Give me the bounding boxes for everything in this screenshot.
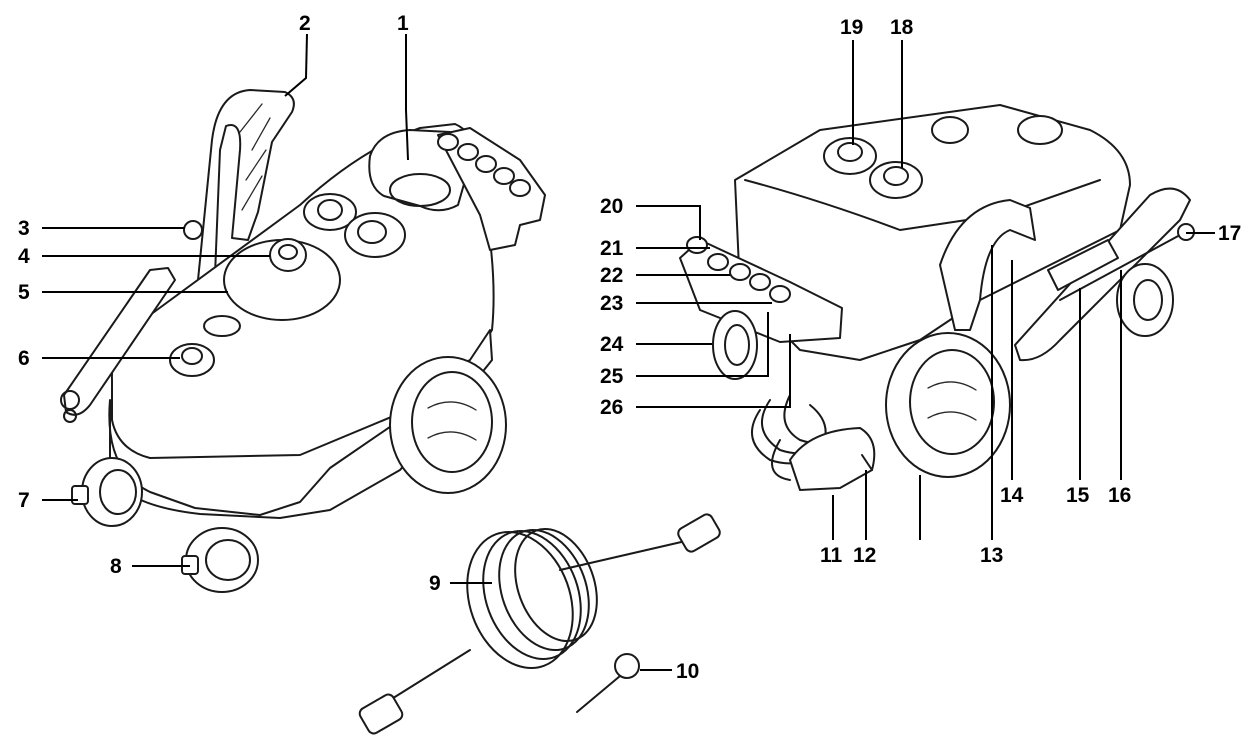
spray-lance — [63, 267, 176, 416]
callout-13: 13 — [980, 544, 1003, 567]
push-handle — [195, 89, 295, 301]
callout-labels: 1 2 3 4 5 6 7 8 9 10 11 12 13 14 15 16 1… — [18, 12, 1241, 683]
top-dials — [303, 193, 406, 258]
front-castor-lower — [181, 527, 259, 593]
callout-19: 19 — [840, 16, 863, 39]
callout-25: 25 — [600, 365, 624, 388]
rack-nozzles — [437, 133, 531, 197]
high-pressure-hose — [358, 513, 721, 735]
callout-7: 7 — [18, 489, 30, 512]
callout-21: 21 — [600, 237, 624, 260]
power-plug — [789, 427, 876, 491]
callout-16: 16 — [1108, 484, 1131, 507]
callout-23: 23 — [600, 292, 623, 315]
callout-18: 18 — [890, 16, 914, 39]
callout-15: 15 — [1066, 484, 1090, 507]
pressure-knob — [869, 161, 923, 199]
detergent-cap — [169, 343, 215, 377]
callout-22: 22 — [600, 264, 623, 287]
callout-20: 20 — [600, 195, 623, 218]
main-switch — [269, 238, 307, 272]
detergent-knob — [823, 137, 877, 175]
callout-2: 2 — [299, 12, 311, 35]
callout-9: 9 — [429, 572, 441, 595]
callout-24: 24 — [600, 333, 624, 356]
rear-handle — [939, 199, 1036, 331]
callout-26: 26 — [600, 396, 623, 419]
callout-4: 4 — [18, 245, 30, 268]
small-rear-wheel — [712, 310, 758, 380]
rear-spray-gun — [1014, 187, 1191, 362]
callout-3: 3 — [18, 217, 30, 240]
callout-5: 5 — [18, 281, 30, 304]
nozzle-cleaning-needle — [576, 653, 640, 713]
callout-17: 17 — [1218, 222, 1241, 245]
callout-1: 1 — [397, 12, 409, 35]
leader-lines — [42, 33, 1215, 671]
callout-6: 6 — [18, 347, 30, 370]
front-castor-upper — [71, 457, 143, 527]
callout-11: 11 — [820, 544, 843, 567]
rear-wheel-right — [885, 332, 1011, 478]
callout-10: 10 — [676, 660, 699, 683]
hose-coupling-bottom — [358, 693, 404, 735]
hose-coupling-top — [677, 513, 721, 553]
hose-connector — [183, 220, 203, 240]
rear-wheel-left — [389, 356, 507, 494]
callout-14: 14 — [1000, 484, 1024, 507]
callout-12: 12 — [853, 544, 876, 567]
stored-nozzles — [686, 236, 791, 303]
right-side-wheel — [1116, 263, 1174, 337]
machine-front-view — [60, 89, 546, 593]
callout-8: 8 — [110, 555, 122, 578]
machine-rear-view — [679, 104, 1195, 491]
